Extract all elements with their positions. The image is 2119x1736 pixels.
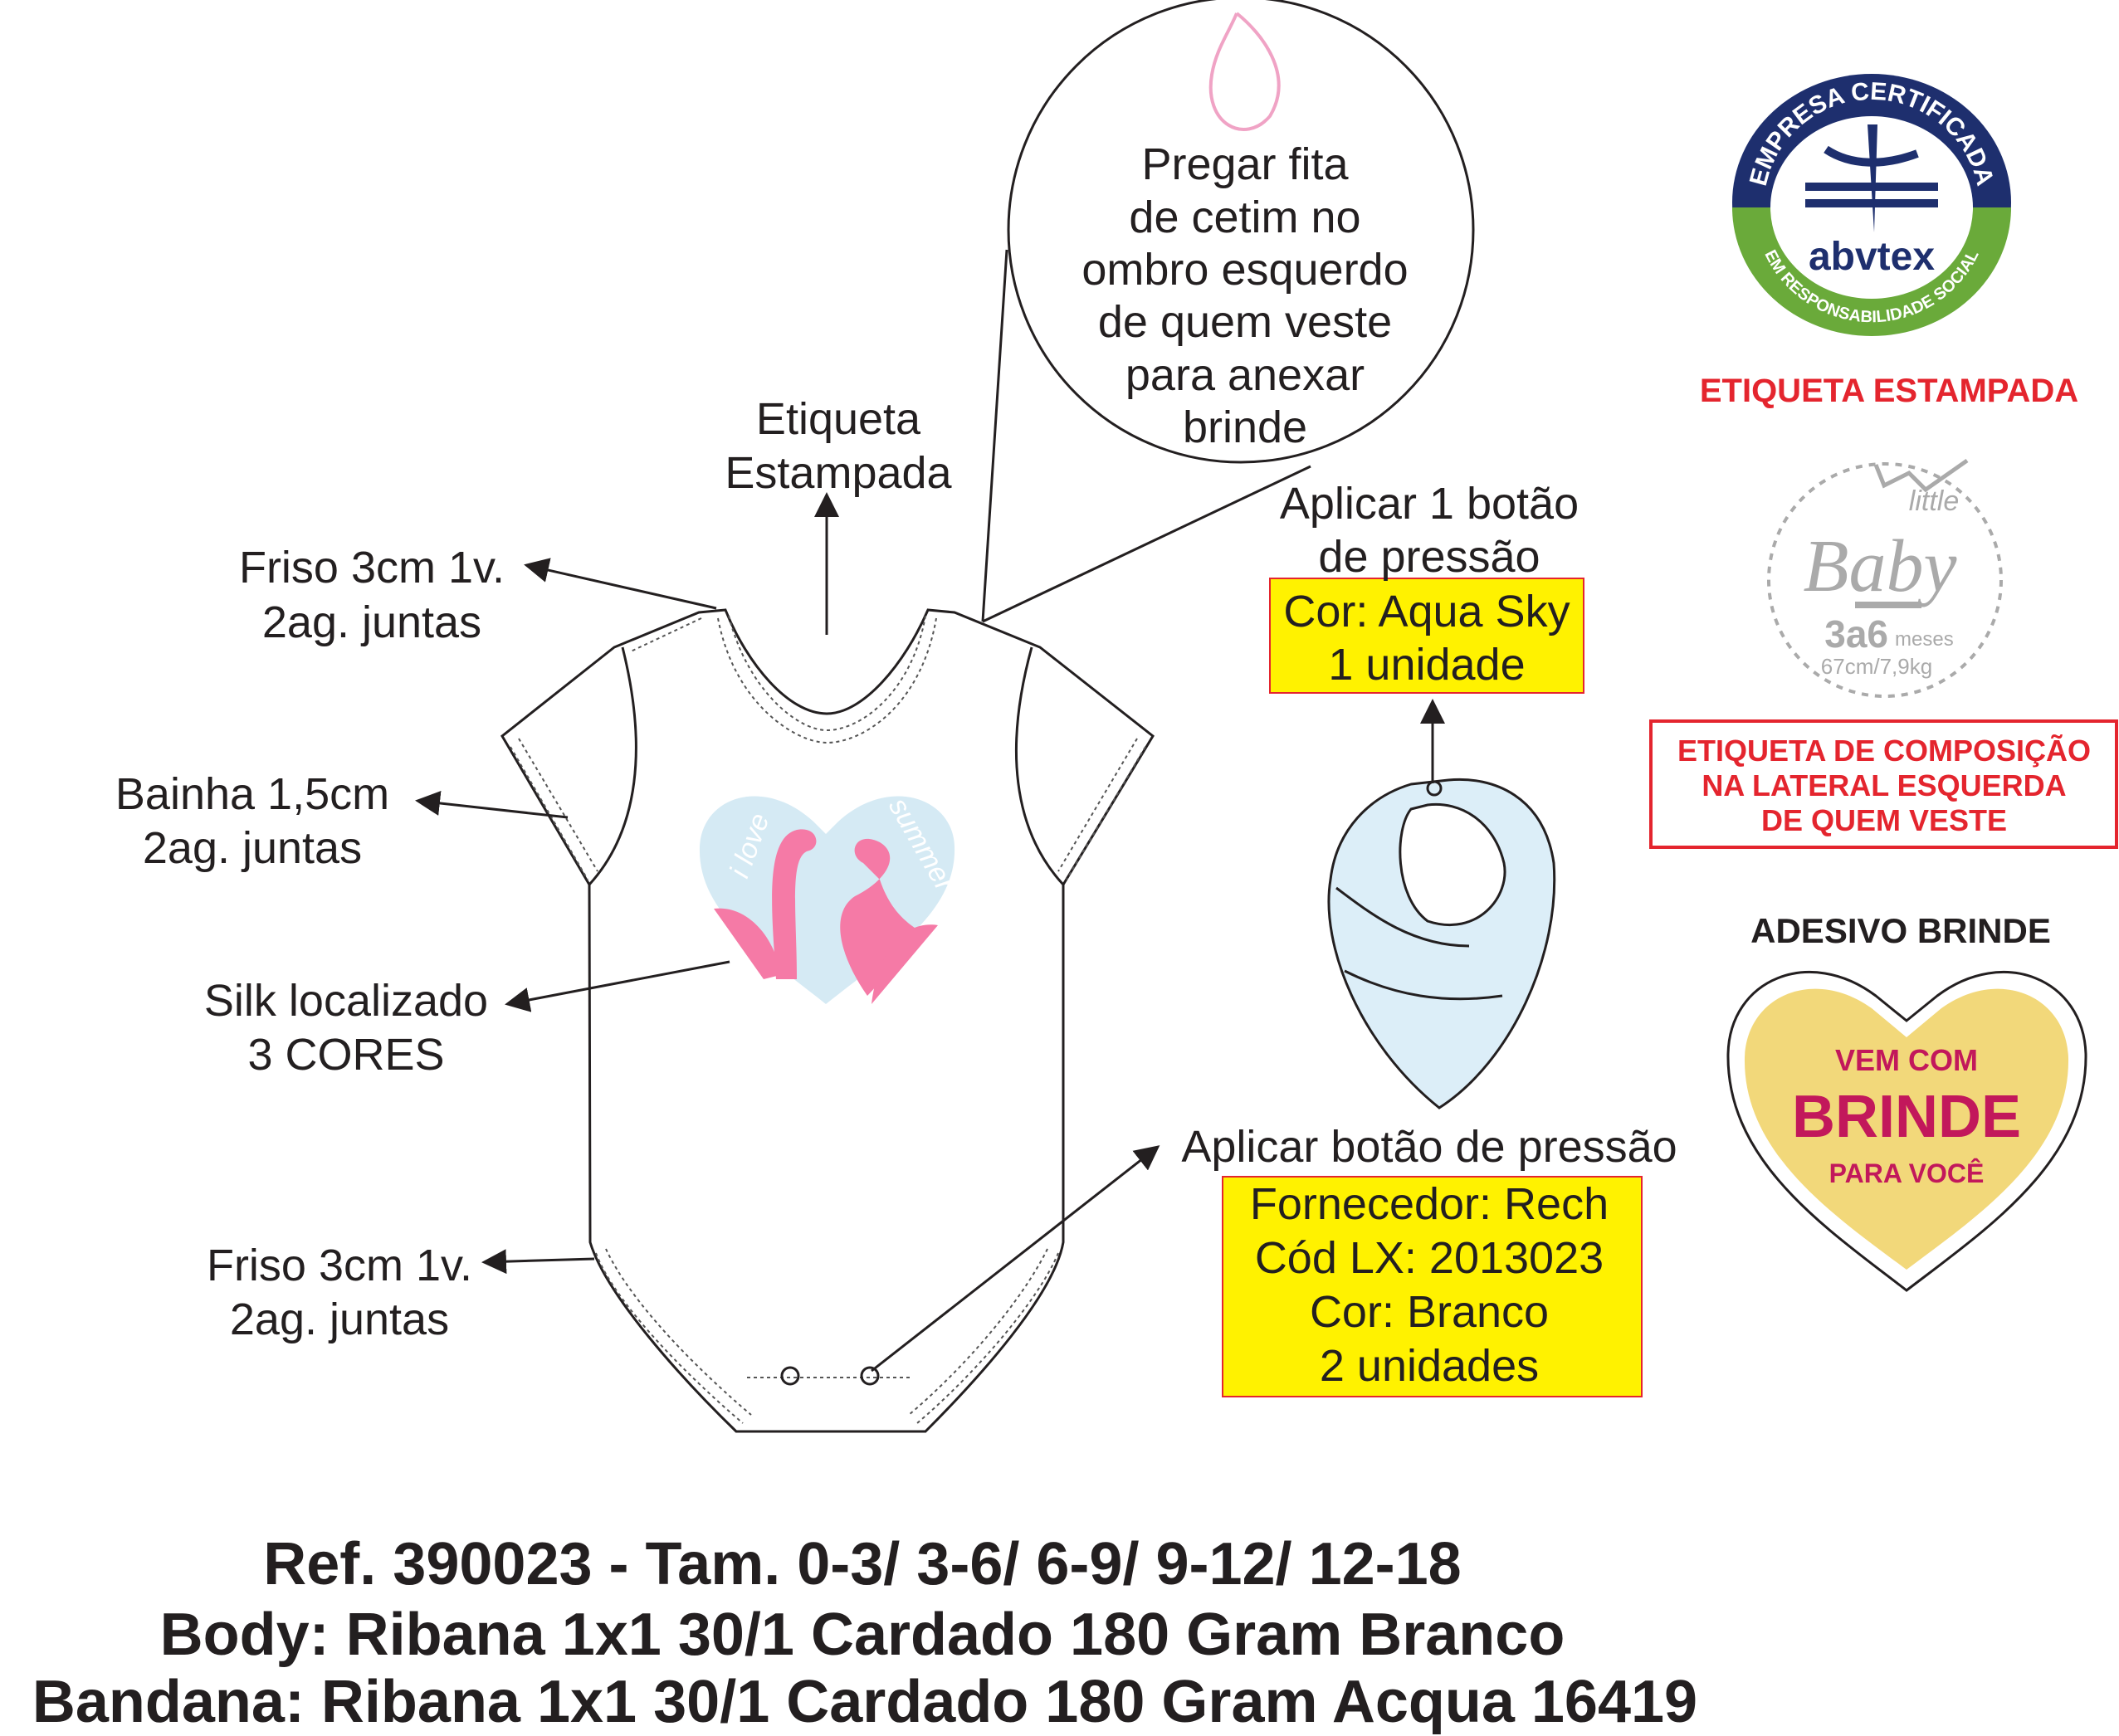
friso-top-label: 2ag. juntas <box>262 597 481 647</box>
annotation-arrows <box>415 492 1445 1373</box>
svg-text:Friso 3cm 1v.2ag. juntas: Friso 3cm 1v. 2ag. juntas <box>239 543 505 647</box>
silk-label: Silk localizado <box>204 976 488 1026</box>
gift-sticker: VEM COM BRINDE PARA VOCÊ <box>1726 970 2087 1292</box>
snap-button-icon <box>780 1366 800 1386</box>
etiqueta-label: Etiqueta <box>756 394 921 444</box>
snap-button-icon <box>860 1366 880 1386</box>
footer-bandana: Bandana: Ribana 1x1 30/1 Cardado 180 Gra… <box>32 1669 1697 1735</box>
svg-text:Friso 3cm 1v.2ag. juntas: Friso 3cm 1v. 2ag. juntas <box>207 1241 472 1344</box>
note-box-line: Cód LX: 2013023 <box>1255 1233 1604 1283</box>
composition-line: ETIQUETA DE COMPOSIÇÃO <box>1677 733 2091 768</box>
callout-line: de quem veste <box>1098 297 1392 347</box>
footer-body: Body: Ribana 1x1 30/1 Cardado 180 Gram B… <box>160 1602 1565 1668</box>
sticker-line: PARA VOCÊ <box>1829 1158 1985 1188</box>
bainha-label: Bainha 1,5cm <box>115 769 389 819</box>
footer-ref: Ref. 390023 - Tam. 0-3/ 3-6/ 6-9/ 9-12/ … <box>263 1531 1461 1597</box>
abvtex-certification-logo: EMPRESA CERTIFICADA EM RESPONSABILIDADE … <box>1732 74 2011 336</box>
callout-line: Pregar fita <box>1141 139 1349 189</box>
bandana-drawing <box>1327 778 1556 1109</box>
bodysuit-drawing <box>500 608 1155 1433</box>
callout-line: ombro esquerdo <box>1081 245 1408 295</box>
composition-line: NA LATERAL ESQUERDA <box>1702 768 2066 802</box>
note-box-line: 2 unidades <box>1320 1341 1539 1391</box>
size-label-logo: little Baby 3a6 meses 67cm/7,9kg <box>1767 458 2003 698</box>
note-box-line: 1 unidade <box>1328 640 1525 690</box>
note-title: de pressão <box>1318 532 1540 582</box>
size-label-size: 3a6 <box>1824 612 1888 656</box>
callout-line: brinde <box>1183 402 1307 452</box>
size-label-big: Baby <box>1804 525 1957 607</box>
satin-ribbon-icon <box>1208 12 1281 131</box>
note-box-line: Cor: Aqua Sky <box>1283 587 1570 636</box>
svg-text:Ref. 390023 - Tam. 0-3/ 3-6/ 6: Ref. 390023 - Tam. 0-3/ 3-6/ 6-9/ 9-12/ … <box>32 1531 1697 1735</box>
callout-line: de cetim no <box>1129 193 1360 242</box>
sticker-line: VEM COM <box>1835 1043 1978 1077</box>
note-box-line: Cor: Branco <box>1310 1287 1549 1337</box>
friso-bottom-label: Friso 3cm 1v. <box>207 1241 472 1290</box>
size-label-unit: meses <box>1895 628 1954 651</box>
label-title: ETIQUETA ESTAMPADA <box>1700 373 2078 409</box>
bainha-label: 2ag. juntas <box>143 823 362 873</box>
friso-bottom-label: 2ag. juntas <box>230 1295 449 1344</box>
snap-button-icon <box>1426 780 1443 797</box>
sticker-line: BRINDE <box>1792 1084 2021 1150</box>
composition-line: DE QUEM VESTE <box>1761 803 2007 837</box>
size-label-measure: 67cm/7,9kg <box>1821 654 1932 679</box>
note-title: Aplicar 1 botão <box>1280 479 1579 529</box>
note-title: Aplicar botão de pressão <box>1181 1122 1677 1172</box>
etiqueta-label: Estampada <box>725 448 952 498</box>
friso-top-label: Friso 3cm 1v. <box>239 543 505 592</box>
logo-brand: abvtex <box>1809 235 1935 279</box>
size-label-small: little <box>1909 485 1959 517</box>
sticker-title: ADESIVO BRINDE <box>1750 911 2051 950</box>
silk-print-heart: i love summer <box>699 792 961 1004</box>
note-box-line: Fornecedor: Rech <box>1250 1179 1609 1229</box>
callout-line: para anexar <box>1125 350 1365 400</box>
silk-label: 3 CORES <box>247 1030 444 1080</box>
